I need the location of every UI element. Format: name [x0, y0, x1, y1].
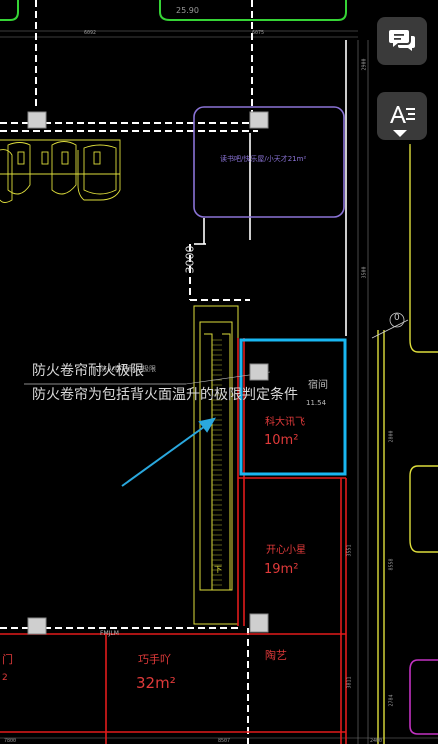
room-bottom-mid-name: 巧手吖 — [138, 653, 171, 666]
top-level-label: 25.90 — [176, 6, 199, 15]
vertical-dimension-3000: 3000 — [183, 245, 197, 274]
highlighted-room-name: 科大讯飞 — [265, 417, 305, 428]
red-walls — [0, 338, 347, 744]
magenta-room-outline — [409, 659, 438, 735]
room-bottom-left-area: 2 — [2, 673, 8, 683]
room-right-area: 19m² — [264, 562, 299, 577]
right-dimension-1: 2900 — [361, 58, 368, 71]
right-yellow-walls — [377, 144, 438, 744]
yellow-ornament — [0, 139, 121, 203]
right-dimension-5: 8558 — [388, 558, 395, 571]
dimension-lines — [0, 30, 438, 744]
escalator-treads — [212, 339, 222, 586]
bottom-dimension-1: 7800 — [4, 738, 17, 744]
room-code-label: 宿间 — [308, 380, 328, 391]
right-dimension-6: 3811 — [346, 676, 353, 689]
door-code-label: FMJLM — [100, 630, 119, 637]
room-bottom-left-name: 门 — [2, 653, 13, 666]
top-dimension-1: 6092 — [84, 30, 97, 36]
annotation-text-line1: 防火卷帘耐火极限 — [32, 363, 144, 379]
top-dimension-2: 6075 — [252, 30, 265, 36]
purple-room-label: 读书吧/快乐屋/小天才21m² — [220, 155, 307, 163]
right-dimension-4: 3551 — [346, 544, 353, 557]
structural-columns — [27, 111, 269, 635]
annotation-text-line2: 防火卷帘为包括背火面温升的极限判定条件 — [32, 387, 298, 403]
white-walls — [194, 40, 347, 336]
room-number-label: 11.54 — [306, 399, 327, 407]
room-right-name: 开心小星 — [266, 545, 306, 556]
highlighted-room-outline — [239, 338, 347, 476]
right-dimension-7: 2784 — [388, 694, 395, 707]
grid-axis-mark — [371, 312, 409, 339]
stair-direction-mark: 下 — [214, 565, 222, 574]
annotation-small-text: 防火卷帘耐火极限 — [100, 365, 156, 373]
text-format-icon — [388, 103, 416, 129]
bottom-dimension-2: 8507 — [218, 738, 231, 744]
right-dimension-2: 3500 — [361, 266, 368, 279]
highlighted-room-area: 10m² — [264, 433, 299, 448]
purple-room-outline — [193, 106, 345, 218]
grid-axis-label: 0 — [394, 313, 400, 323]
room-bottom-right-name: 陶艺 — [265, 649, 287, 662]
bottom-dimension-3: 2400 — [370, 738, 383, 744]
room-bottom-mid-area: 32m² — [136, 674, 176, 692]
comment-button[interactable] — [377, 17, 427, 65]
right-dimension-3: 2800 — [388, 430, 395, 443]
comment-bubble-icon — [388, 28, 416, 54]
annotation-arrow — [121, 417, 217, 487]
dropdown-caret-icon[interactable] — [393, 130, 407, 137]
top-green-room — [0, 0, 347, 21]
